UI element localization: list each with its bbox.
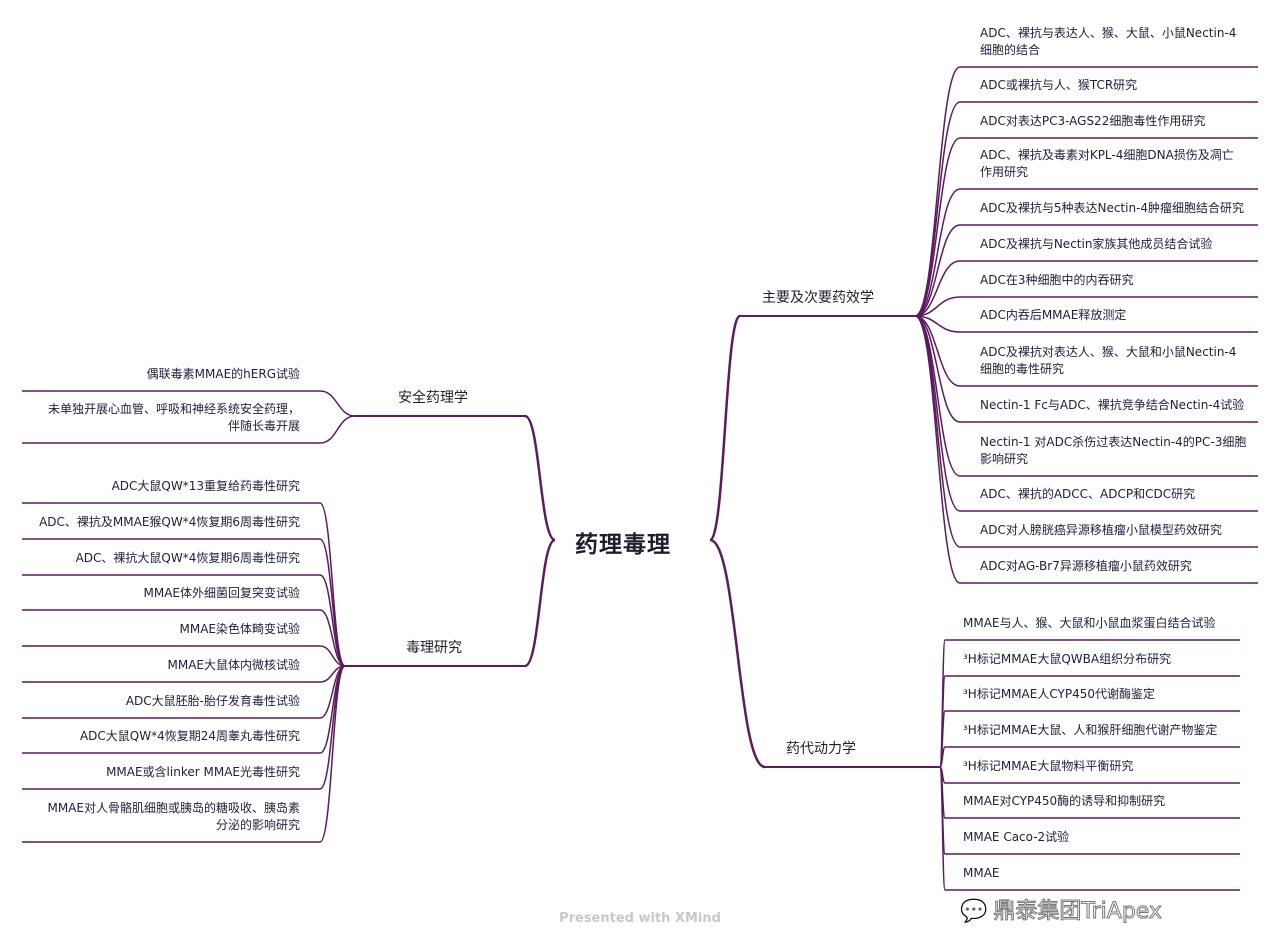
topic-pharmacodynamics[interactable]: Nectin-1 Fc与ADC、裸抗竞争结合Nectin-4试验 xyxy=(980,398,1245,412)
topic-toxicology[interactable]: ADC、裸抗大鼠QW*4恢复期6周毒性研究 xyxy=(75,551,300,565)
root-connector xyxy=(709,538,766,769)
topic-safety_pharmacology[interactable]: 偶联毒素MMAE的hERG试验 xyxy=(146,367,300,381)
leaf-connector xyxy=(914,137,961,317)
xmind-footer: Presented with XMind xyxy=(559,911,721,926)
leaf-connector xyxy=(939,766,946,891)
topic-pharmacodynamics[interactable]: ADC、裸抗与表达人、猴、大鼠、小鼠Nectin-4 细胞的结合 xyxy=(980,26,1237,57)
topic-pharmacokinetics[interactable]: ³H标记MMAE大鼠、人和猴肝细胞代谢产物鉴定 xyxy=(963,723,1218,737)
topic-pharmacodynamics[interactable]: ADC或裸抗与人、猴TCR研究 xyxy=(980,78,1138,92)
root-connector xyxy=(708,314,742,542)
topic-pharmacokinetics[interactable]: ³H标记MMAE大鼠物料平衡研究 xyxy=(963,759,1134,773)
watermark: 💬 鼎泰集团TriApex xyxy=(960,898,1162,926)
leaf-connector xyxy=(319,574,346,667)
leaf-connector xyxy=(319,415,356,444)
topic-toxicology[interactable]: ADC、裸抗及MMAE猴QW*4恢复期6周毒性研究 xyxy=(39,515,300,529)
topic-pharmacodynamics[interactable]: ADC、裸抗的ADCC、ADCP和CDC研究 xyxy=(980,487,1196,501)
leaf-connector xyxy=(319,645,346,667)
topic-pharmacodynamics[interactable]: ADC及裸抗与Nectin家族其他成员结合试验 xyxy=(980,237,1213,251)
leaf-connector xyxy=(939,746,946,768)
topic-pharmacokinetics[interactable]: ³H标记MMAE人CYP450代谢酶鉴定 xyxy=(963,687,1155,701)
branch-pharmacodynamics[interactable]: 主要及次要药效学 xyxy=(762,290,874,306)
topic-toxicology[interactable]: MMAE对人骨骼肌细胞或胰岛的糖吸收、胰岛素 分泌的影响研究 xyxy=(47,801,301,832)
leaf-connector xyxy=(914,66,961,317)
leaf-connector xyxy=(914,296,961,317)
topic-toxicology[interactable]: ADC大鼠QW*13重复给药毒性研究 xyxy=(111,479,300,493)
watermark-text: 鼎泰集团TriApex xyxy=(993,899,1163,925)
topic-pharmacokinetics[interactable]: MMAE对CYP450酶的诱导和抑制研究 xyxy=(963,794,1166,808)
topic-pharmacokinetics[interactable]: MMAE Caco-2试验 xyxy=(963,830,1070,844)
topic-pharmacodynamics[interactable]: ADC、裸抗及毒素对KPL-4细胞DNA损伤及凋亡 作用研究 xyxy=(980,148,1234,179)
topic-pharmacodynamics[interactable]: ADC及裸抗与5种表达Nectin-4肿瘤细胞结合研究 xyxy=(980,201,1245,215)
root-connector xyxy=(524,414,556,542)
topic-pharmacokinetics[interactable]: MMAE与人、猴、大鼠和小鼠血浆蛋白结合试验 xyxy=(963,616,1216,630)
topic-toxicology[interactable]: ADC大鼠胚胎-胎仔发育毒性试验 xyxy=(125,694,300,708)
leaf-connector xyxy=(319,665,346,754)
topic-safety_pharmacology[interactable]: 未单独开展心血管、呼吸和神经系统安全药理， 伴随长毒开展 xyxy=(47,402,300,433)
leaf-connector xyxy=(914,188,961,317)
root-connector xyxy=(524,538,556,668)
topic-pharmacodynamics[interactable]: ADC及裸抗对表达人、猴、大鼠和小鼠Nectin-4 细胞的毒性研究 xyxy=(980,345,1237,376)
topic-toxicology[interactable]: MMAE或含linker MMAE光毒性研究 xyxy=(106,765,300,779)
branch-safety-pharmacology[interactable]: 安全药理学 xyxy=(398,390,468,406)
leaf-connector xyxy=(319,609,346,667)
topic-pharmacodynamics[interactable]: ADC对表达PC3-AGS22细胞毒性作用研究 xyxy=(980,114,1206,128)
leaf-connector xyxy=(914,315,961,512)
leaf-connector xyxy=(914,224,961,317)
topic-pharmacodynamics[interactable]: Nectin-1 对ADC杀伤过表达Nectin-4的PC-3细胞 影响研究 xyxy=(980,435,1247,466)
leaf-connector xyxy=(914,315,961,333)
topic-toxicology[interactable]: MMAE体外细菌回复突变试验 xyxy=(143,586,301,600)
topic-pharmacodynamics[interactable]: ADC在3种细胞中的内吞研究 xyxy=(980,273,1134,287)
topic-toxicology[interactable]: MMAE大鼠体内微核试验 xyxy=(167,658,301,672)
leaf-connector xyxy=(914,315,961,584)
branch-pharmacokinetics[interactable]: 药代动力学 xyxy=(786,741,856,757)
topic-pharmacokinetics[interactable]: ³H标记MMAE大鼠QWBA组织分布研究 xyxy=(963,652,1172,666)
leaf-connector xyxy=(319,502,346,667)
topic-pharmacodynamics[interactable]: ADC对人膀胱癌异源移植瘤小鼠模型药效研究 xyxy=(980,523,1222,537)
wechat-icon: 💬 xyxy=(960,899,988,924)
topic-pharmacodynamics[interactable]: ADC对AG-Br7异源移植瘤小鼠药效研究 xyxy=(980,559,1192,573)
leaf-connector xyxy=(319,665,346,843)
topic-toxicology[interactable]: ADC大鼠QW*4恢复期24周睾丸毒性研究 xyxy=(79,729,300,743)
leaf-connector xyxy=(914,101,961,317)
leaf-connector xyxy=(319,390,356,417)
root-topic[interactable]: 药理毒理 xyxy=(575,532,671,558)
topic-toxicology[interactable]: MMAE染色体畸变试验 xyxy=(179,622,301,636)
branch-toxicology[interactable]: 毒理研究 xyxy=(406,640,462,656)
leaf-connector xyxy=(319,538,346,667)
topic-pharmacodynamics[interactable]: ADC内吞后MMAE释放测定 xyxy=(980,308,1127,322)
leaf-connector xyxy=(914,315,961,423)
topic-pharmacokinetics[interactable]: MMAE xyxy=(963,866,1000,880)
leaf-connector xyxy=(914,260,961,317)
leaf-connector xyxy=(319,665,346,790)
